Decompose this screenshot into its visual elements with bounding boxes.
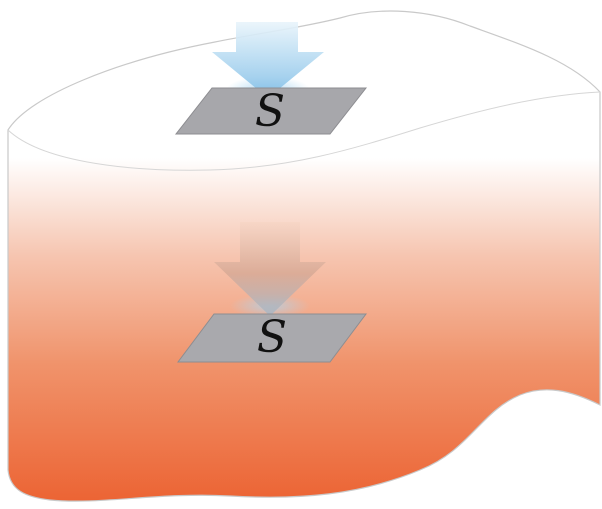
upper-surface-label: S — [255, 86, 285, 137]
lower-surface-label: S — [257, 312, 287, 363]
